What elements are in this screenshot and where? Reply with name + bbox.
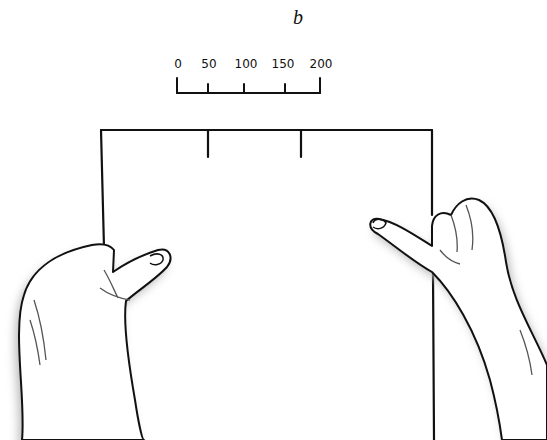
- label-holder: 200: [310, 54, 333, 72]
- label-holder: 100: [235, 54, 258, 72]
- paper-edge: [431, 130, 433, 215]
- ruler-tick: [207, 84, 209, 93]
- scale-value: 100: [235, 57, 258, 71]
- label-holder: b: [293, 6, 303, 29]
- scale-value: 150: [272, 57, 295, 71]
- label-holder: 50: [201, 54, 216, 72]
- ruler-tick: [176, 78, 178, 93]
- paper-edge: [101, 130, 104, 248]
- ruler-tick: [319, 78, 321, 93]
- right-hand: [370, 199, 547, 440]
- hand-outline: [370, 199, 547, 440]
- paper-edge: [433, 272, 434, 440]
- thumbnail: [150, 254, 163, 265]
- left-hand: [15, 244, 170, 440]
- label-holder: 0: [174, 54, 182, 72]
- scale-ruler: [177, 78, 320, 93]
- hand-outline: [19, 244, 170, 440]
- scale-value: 0: [174, 57, 182, 71]
- ruler-tick: [284, 84, 286, 93]
- hand-shading: [30, 270, 130, 365]
- scale-value: 50: [201, 57, 216, 71]
- ruler-tick: [243, 84, 245, 93]
- hand-shading: [440, 205, 532, 375]
- ruler-line: [177, 92, 320, 94]
- label-holder: 150: [272, 54, 295, 72]
- figure-letter: b: [293, 6, 303, 28]
- scale-value: 200: [310, 57, 333, 71]
- paper-sheet: [101, 130, 434, 440]
- paper-edge: [101, 129, 432, 131]
- paper-mark: [300, 131, 302, 157]
- thumbnail: [373, 219, 386, 228]
- paper-mark: [207, 131, 209, 157]
